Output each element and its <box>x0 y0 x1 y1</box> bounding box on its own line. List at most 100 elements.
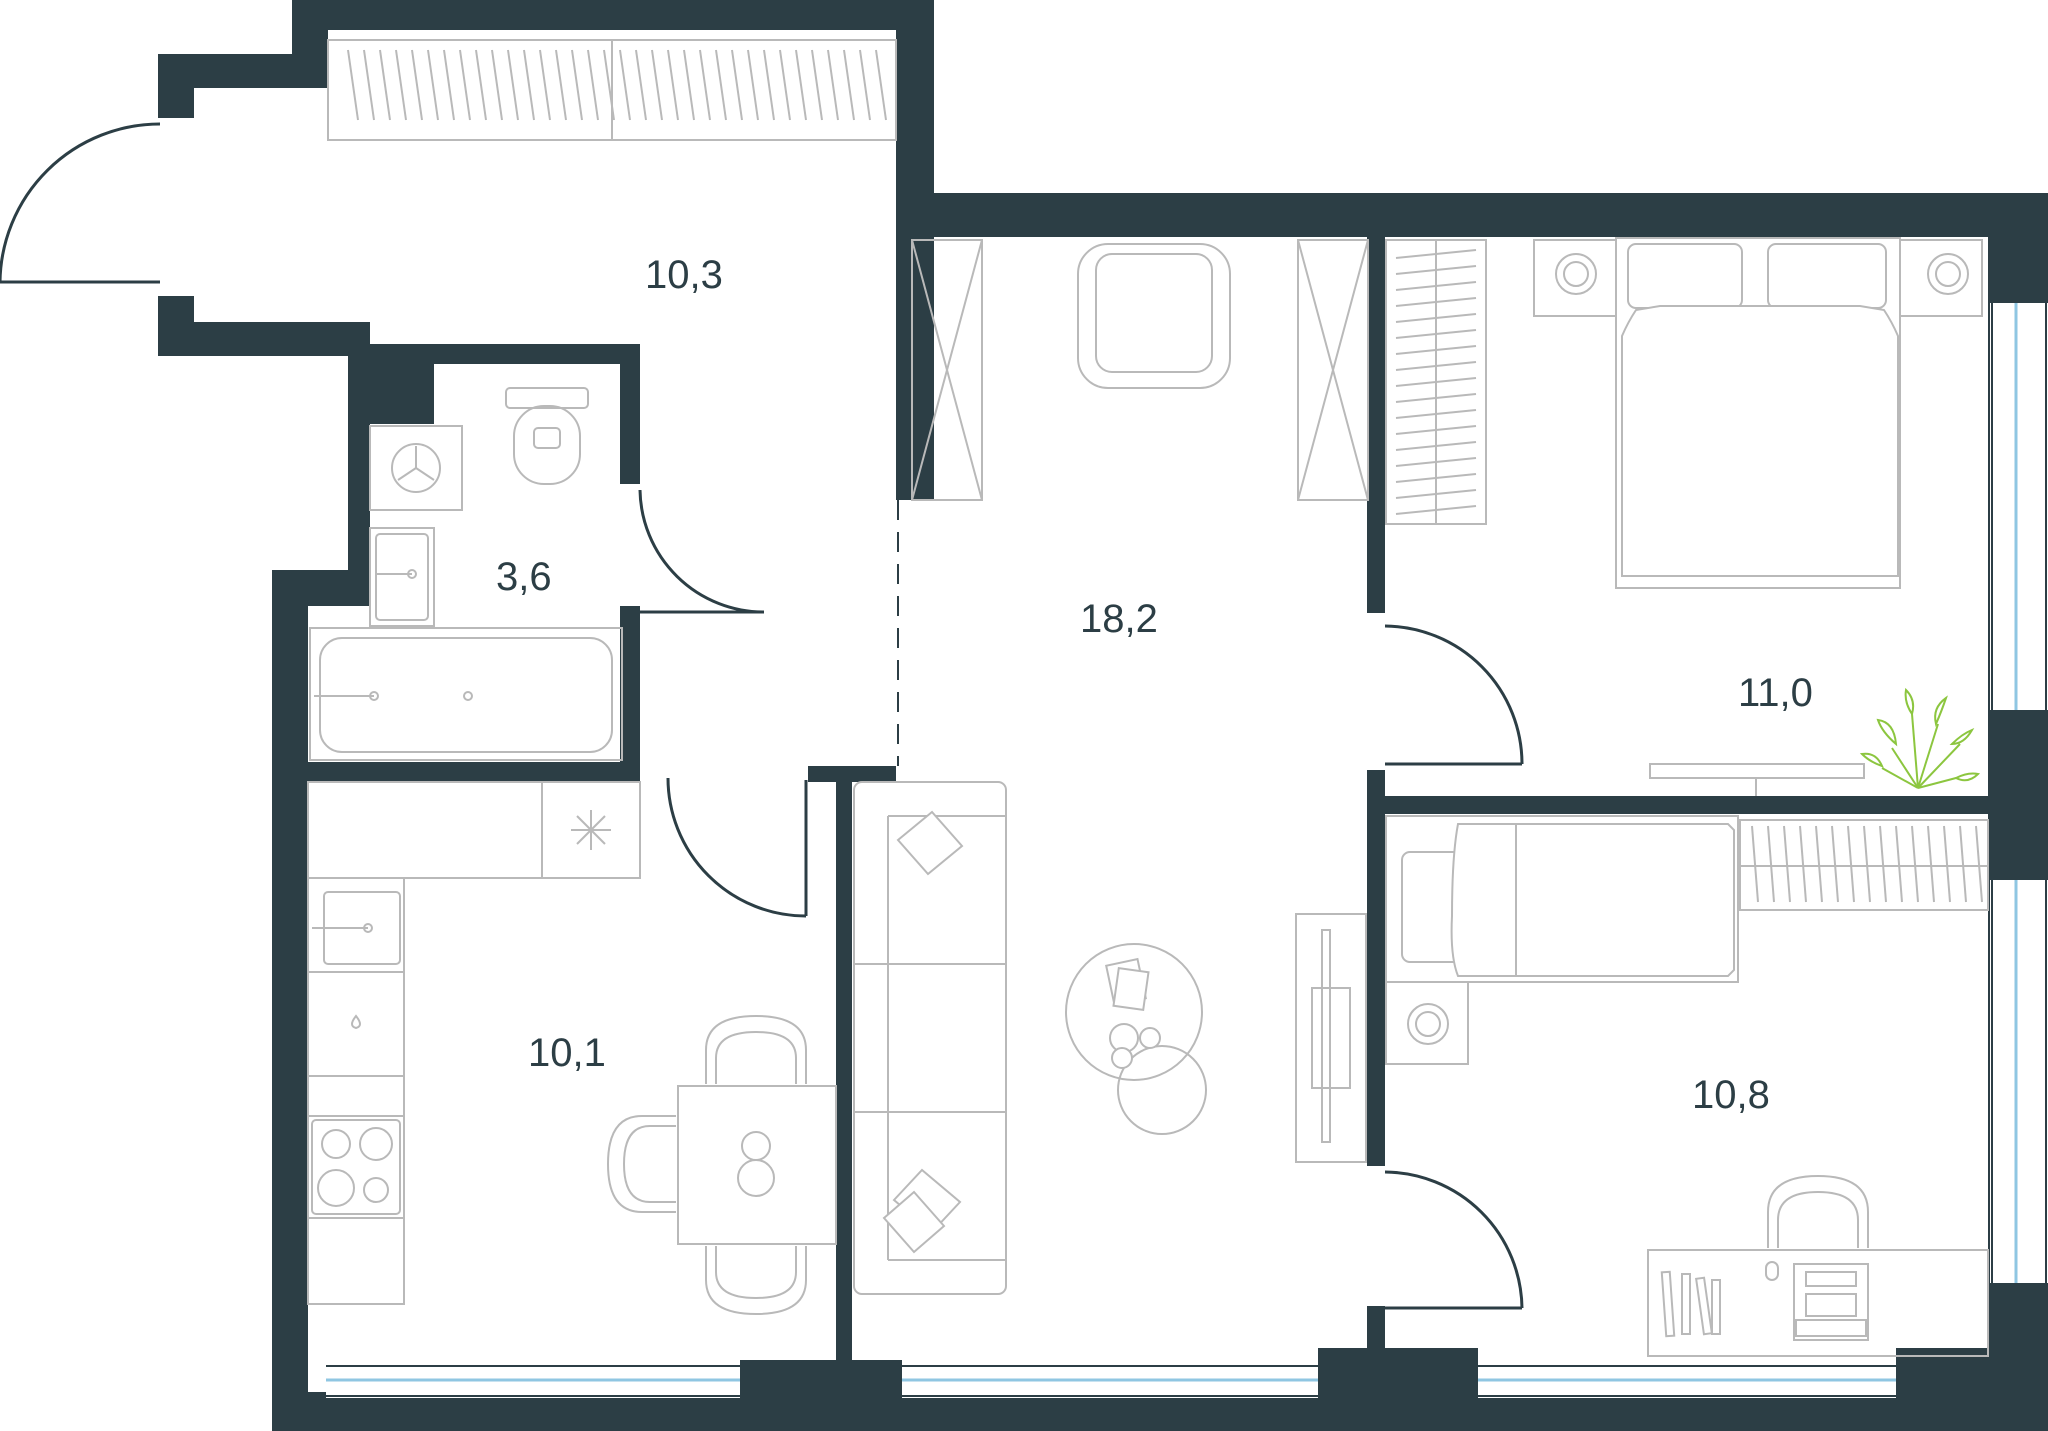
hanger-stroke <box>1975 825 1983 903</box>
hanger-stroke <box>1395 345 1477 355</box>
hanger-stroke <box>523 49 535 121</box>
hanger-stroke <box>811 49 823 121</box>
hanger-stroke <box>1395 473 1477 483</box>
hanger-stroke <box>1395 377 1477 387</box>
living-cabinet-right <box>1297 239 1369 501</box>
hanger-stroke <box>1395 441 1477 451</box>
hanger-stroke <box>763 49 775 121</box>
hanger-stroke <box>507 49 519 121</box>
hanger-stroke <box>635 49 647 121</box>
hanger-stroke <box>1395 457 1477 467</box>
kids-nightstand <box>1385 981 1469 1065</box>
hanger-stroke <box>459 49 471 121</box>
hanger-stroke <box>1395 489 1477 499</box>
hanger-stroke <box>1831 825 1839 903</box>
plant <box>1859 687 1981 789</box>
cooktop <box>311 1119 401 1215</box>
hanger-stroke <box>1395 265 1477 275</box>
hanger-stroke <box>1395 329 1477 339</box>
kitchen-counter <box>307 781 641 1305</box>
hanger-stroke <box>379 49 391 121</box>
hanger-stroke <box>363 49 375 121</box>
hanger-stroke <box>443 49 455 121</box>
hanger-stroke <box>795 49 807 121</box>
hanger-stroke <box>1395 297 1477 307</box>
hanger-stroke <box>843 49 855 121</box>
bedroom-door <box>1384 624 1524 765</box>
hanger-stroke <box>587 49 599 121</box>
hanger-stroke <box>347 49 359 121</box>
hanger-stroke <box>539 49 551 121</box>
kitchen-area-label: 10,1 <box>528 1031 606 1075</box>
hanger-stroke <box>395 49 407 121</box>
bedroom-wardrobe <box>1385 239 1487 525</box>
kids-room-door <box>1384 1170 1524 1309</box>
sofa <box>853 781 1007 1295</box>
entrance-door <box>0 122 161 283</box>
hanger-stroke <box>571 49 583 121</box>
hanger-stroke <box>715 49 727 121</box>
hanger-stroke <box>619 49 631 121</box>
hanger-stroke <box>555 49 567 121</box>
hanger-stroke <box>475 49 487 121</box>
hall-area-label: 10,3 <box>645 253 723 297</box>
hanger-stroke <box>1767 825 1775 903</box>
living-cabinet-left <box>911 239 983 501</box>
bathroom-sink <box>369 527 435 627</box>
single-bed <box>1385 815 1739 983</box>
hanger-stroke <box>1395 409 1477 419</box>
hanger-stroke <box>427 49 439 121</box>
hanger-stroke <box>1911 825 1919 903</box>
hanger-stroke <box>1863 825 1871 903</box>
bedroom-shelf <box>1649 763 1865 796</box>
hanger-stroke <box>1815 825 1823 903</box>
hanger-stroke <box>651 49 663 121</box>
hanger-stroke <box>1395 425 1477 435</box>
hanger-stroke <box>699 49 711 121</box>
hanger-stroke <box>859 49 871 121</box>
tv-stand <box>1295 913 1367 1163</box>
doors <box>0 122 1524 1310</box>
desk-chair <box>1767 1174 1869 1248</box>
living-area-label: 18,2 <box>1080 597 1158 641</box>
hanger-stroke <box>1395 361 1477 371</box>
double-bed <box>1615 237 1901 589</box>
armchair <box>1077 243 1231 389</box>
coffee-table <box>1065 943 1207 1135</box>
bedroom-area-label: 11,0 <box>1738 671 1813 715</box>
hall-wardrobe <box>327 39 897 141</box>
hanger-stroke <box>1895 825 1903 903</box>
hanger-stroke <box>1927 825 1935 903</box>
furniture <box>307 39 1989 1357</box>
hanger-stroke <box>1783 825 1791 903</box>
hanger-stroke <box>491 49 503 121</box>
hanger-stroke <box>667 49 679 121</box>
bathroom-area-label: 3,6 <box>496 555 552 599</box>
bathroom-door <box>638 489 765 614</box>
desk <box>1647 1249 1989 1357</box>
hanger-stroke <box>1395 281 1477 291</box>
hanger-stroke <box>603 49 615 121</box>
hanger-stroke <box>1847 825 1855 903</box>
nightstand-right <box>1899 239 1983 317</box>
nightstand-left <box>1533 239 1617 317</box>
hanger-stroke <box>1395 393 1477 403</box>
kids-room-area-label: 10,8 <box>1692 1073 1770 1117</box>
washing-machine <box>369 425 463 511</box>
hanger-stroke <box>731 49 743 121</box>
hanger-stroke <box>683 49 695 121</box>
room-labels: 10,3 3,6 18,2 11,0 10,1 10,8 <box>496 253 1813 1117</box>
windows <box>326 303 2048 1398</box>
hanger-stroke <box>1879 825 1887 903</box>
hanger-stroke <box>1799 825 1807 903</box>
hanger-stroke <box>827 49 839 121</box>
kitchen-sink <box>312 891 401 965</box>
dishwasher <box>351 1014 361 1030</box>
kitchen-door <box>666 777 807 918</box>
dining-set <box>606 1014 837 1316</box>
toilet <box>505 387 589 485</box>
hanger-stroke <box>875 49 887 121</box>
hanger-stroke <box>1751 825 1759 903</box>
hanger-stroke <box>1395 505 1477 515</box>
